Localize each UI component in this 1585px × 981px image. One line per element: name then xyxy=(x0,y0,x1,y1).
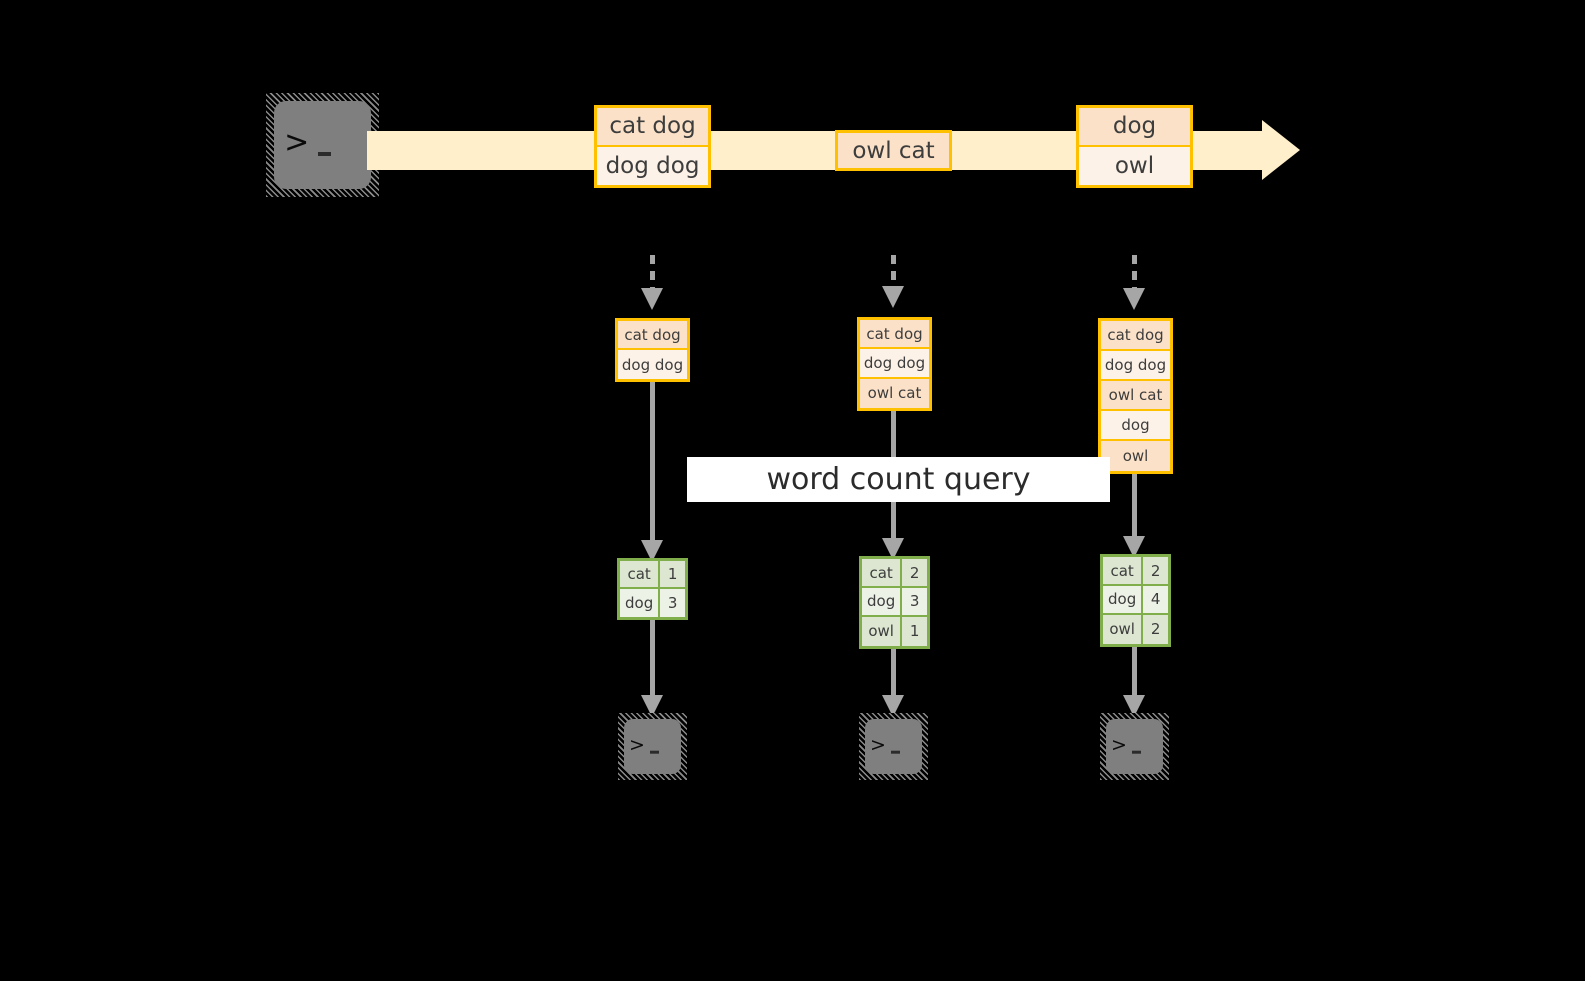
table-row: owl 1 xyxy=(862,616,927,646)
prompt-chevron-icon: > xyxy=(284,125,310,161)
terminal-prompt: > xyxy=(618,713,687,780)
stream-event-2-line: owl cat xyxy=(838,133,949,168)
table-row: owl cat xyxy=(860,378,929,408)
table-row: owl 2 xyxy=(1103,614,1168,644)
column-2-query-connector-head-icon xyxy=(882,538,904,560)
table-row: dog 3 xyxy=(620,589,685,617)
column-3-result-table: cat 2 dog 4 owl 2 xyxy=(1100,554,1171,647)
prompt-cursor-icon xyxy=(891,751,900,754)
terminal-prompt: > xyxy=(1100,713,1169,780)
column-1-input-table: cat dog dog dog xyxy=(615,318,690,382)
prompt-cursor-icon xyxy=(317,152,332,156)
prompt-chevron-icon: > xyxy=(1111,733,1127,756)
result-word: cat xyxy=(862,559,903,586)
column-1-query-connector-head-icon xyxy=(641,540,663,562)
stream-event-1-line: dog dog xyxy=(597,146,708,185)
table-row: cat 1 xyxy=(620,561,685,589)
column-1-sink-connector-head-icon xyxy=(641,695,663,717)
column-3-dashed-connector xyxy=(1132,255,1137,288)
column-2-input-table: cat dog dog dog owl cat xyxy=(857,317,932,411)
table-row: owl cat xyxy=(1101,381,1170,411)
stream-event-3-line: dog xyxy=(1079,108,1190,147)
column-3-query-connector xyxy=(1132,474,1137,536)
stream-event-1: cat dog dog dog xyxy=(594,105,711,188)
table-row: cat 2 xyxy=(1103,557,1168,586)
result-word: cat xyxy=(1103,557,1144,584)
table-row: owl xyxy=(1101,441,1170,471)
column-3-query-connector-head-icon xyxy=(1123,536,1145,558)
result-word: owl xyxy=(862,616,903,646)
terminal-screen xyxy=(1106,719,1163,774)
query-banner-label: word count query xyxy=(766,462,1031,497)
column-3-input-table: cat dog dog dog owl cat dog owl xyxy=(1098,318,1173,474)
table-row: cat dog xyxy=(618,321,687,350)
column-1-query-connector xyxy=(650,382,655,540)
terminal-screen xyxy=(624,719,681,774)
column-3-sink-connector-head-icon xyxy=(1123,695,1145,717)
result-count: 3 xyxy=(660,589,685,617)
terminal-prompt: > xyxy=(266,93,379,197)
result-count: 1 xyxy=(902,616,927,646)
result-count: 2 xyxy=(902,559,927,586)
column-2-sink-connector xyxy=(891,649,896,695)
column-1-sink-connector xyxy=(650,620,655,695)
result-word: dog xyxy=(1103,586,1144,613)
result-word: dog xyxy=(620,589,661,617)
prompt-chevron-icon: > xyxy=(870,733,886,756)
result-word: cat xyxy=(620,561,661,587)
query-banner: word count query xyxy=(687,457,1110,502)
column-2-dashed-connector-head-icon xyxy=(882,286,904,308)
prompt-chevron-icon: > xyxy=(629,733,645,756)
column-2-dashed-connector xyxy=(891,255,896,286)
source-terminal-icon: > xyxy=(266,93,379,197)
column-1-dashed-connector-head-icon xyxy=(641,288,663,310)
table-row: dog dog xyxy=(860,349,929,379)
prompt-cursor-icon xyxy=(650,751,659,754)
column-1-sink-terminal-icon: > xyxy=(618,713,687,780)
result-count: 2 xyxy=(1143,614,1168,644)
column-1-dashed-connector xyxy=(650,255,655,288)
column-3-dashed-connector-head-icon xyxy=(1123,288,1145,310)
table-row: cat dog xyxy=(1101,321,1170,351)
stream-event-3: dog owl xyxy=(1076,105,1193,188)
column-2-result-table: cat 2 dog 3 owl 1 xyxy=(859,556,930,649)
stream-event-1-line: cat dog xyxy=(597,108,708,147)
result-count: 3 xyxy=(902,588,927,615)
column-2-sink-connector-head-icon xyxy=(882,695,904,717)
result-count: 4 xyxy=(1143,586,1168,613)
stream-event-2: owl cat xyxy=(835,130,952,171)
table-row: dog xyxy=(1101,411,1170,441)
result-count: 2 xyxy=(1143,557,1168,584)
terminal-screen xyxy=(274,101,371,189)
stream-event-3-line: owl xyxy=(1079,146,1190,185)
terminal-screen xyxy=(865,719,922,774)
table-row: dog dog xyxy=(1101,351,1170,381)
result-count: 1 xyxy=(660,561,685,587)
table-row: dog dog xyxy=(618,350,687,379)
result-word: dog xyxy=(862,588,903,615)
prompt-cursor-icon xyxy=(1132,751,1141,754)
terminal-prompt: > xyxy=(859,713,928,780)
column-1-result-table: cat 1 dog 3 xyxy=(617,558,688,620)
column-3-sink-connector xyxy=(1132,647,1137,695)
stream-arrow-head-icon xyxy=(1262,120,1300,180)
column-2-sink-terminal-icon: > xyxy=(859,713,928,780)
table-row: dog 3 xyxy=(862,588,927,617)
table-row: dog 4 xyxy=(1103,586,1168,615)
table-row: cat dog xyxy=(860,320,929,350)
column-3-sink-terminal-icon: > xyxy=(1100,713,1169,780)
result-word: owl xyxy=(1103,614,1144,644)
table-row: cat 2 xyxy=(862,559,927,588)
